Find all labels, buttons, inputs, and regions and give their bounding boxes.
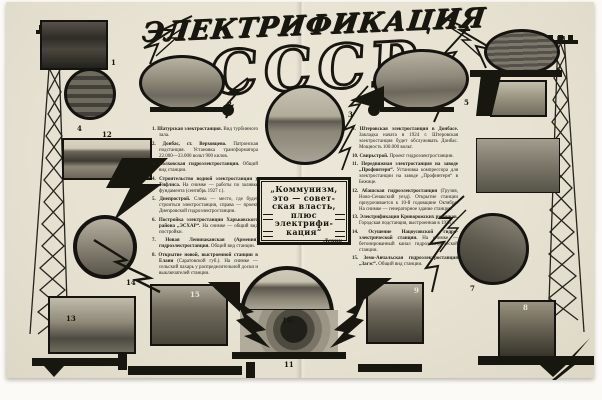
deco-ball [368, 104, 380, 116]
lightning-bolt-icon [93, 238, 161, 294]
caption-item: 14. Осушение Нацоусовской гидро-электрич… [352, 229, 458, 253]
photo-substation-interior [139, 55, 225, 111]
caption-item: 12. Абашская гидроэлектростанция (Грузия… [352, 188, 458, 212]
deco-chip [246, 362, 255, 378]
photo-number: 9 [414, 286, 419, 295]
quote-line: ская власть, [272, 201, 336, 212]
caption-item: 5. Днепрострой. Слева — место, где будет… [152, 197, 259, 214]
lightning-bolt-icon [236, 300, 270, 348]
caption-item: 4. Строительство водной электростанции у… [152, 176, 259, 194]
photo-number: 8 [523, 303, 528, 312]
lightning-bolt-icon [330, 300, 364, 348]
caption-item: 9. Штеровская электростанция в Донбасе. … [352, 127, 458, 150]
lightning-bolt-icon [338, 85, 369, 171]
photo-number: 7 [470, 284, 475, 293]
photo-number: 15 [190, 290, 200, 299]
caption-item: 3. Волховская гидроэлектростанция. Общий… [152, 162, 259, 173]
photo-number: 4 [77, 124, 82, 133]
photo-building-construction [457, 213, 529, 285]
photo-power-plant [366, 282, 424, 344]
quote-line: это — совет- [272, 192, 336, 203]
lightning-bolt-icon [143, 15, 193, 65]
photo-construction-panorama [476, 138, 560, 193]
lightning-bolt-icon [423, 195, 467, 293]
lightning-bolt-icon [552, 338, 590, 380]
transmission-tower-icon [29, 25, 70, 335]
deco-chip [44, 366, 64, 377]
caption-item: 10. Свирьстрой. Проект гидроэлектростанц… [352, 153, 454, 159]
photo-number: 5 [464, 98, 469, 107]
photo-number: 2 [227, 100, 232, 109]
deco-rail [128, 366, 242, 375]
photo-turbine-hall [40, 20, 108, 70]
deco-bar [470, 70, 562, 77]
pedestal-bar [232, 352, 346, 359]
photo-construction-machines [490, 80, 547, 117]
deco-rail [478, 356, 594, 365]
caption-item: 11. Передвижная электростанция на заводе… [352, 162, 458, 185]
caption-column-left: 1. Шатурская электростанция. Вид турбинн… [152, 127, 258, 303]
caption-item: 2. Донбас, ст. Верховцево. Патронская по… [152, 141, 259, 159]
photo-number: 11 [284, 360, 294, 369]
photo-generator-row [64, 68, 116, 120]
deco-ball [222, 104, 234, 116]
photo-rural-power-station [48, 296, 136, 354]
caption-item: 6. Постройка электростанции Харьковского… [152, 217, 259, 235]
caption-item: 13. Электрификация Криворожских рудников… [352, 215, 458, 226]
photo-number: 13 [66, 314, 76, 323]
photo-station-complex [265, 85, 345, 165]
quote-attribution: Ленин [323, 237, 342, 244]
caption-item: 7. Новая Ленинаканская (Армения) гидроэл… [152, 238, 258, 249]
quote-line: „Коммунизм, [270, 184, 338, 194]
quote-line: электрифи- [274, 218, 334, 229]
deco-rail [32, 358, 120, 366]
caption-item: 8. Открытие новой, выстроенной станции в… [152, 252, 259, 276]
photo-number: 1 [111, 58, 116, 67]
quote-line: кация“ [260, 228, 348, 237]
photo-number: 14 [126, 278, 136, 287]
lightning-bolt-icon [439, 15, 495, 69]
deco-bar [150, 107, 224, 112]
deco-chip [118, 354, 127, 370]
zigzag-wedge-icon [106, 158, 168, 220]
deco-rail [358, 364, 422, 372]
transmission-tower-icon [546, 35, 585, 333]
photo-number: 10 [282, 316, 292, 325]
photo-number: 12 [102, 130, 112, 139]
lenin-quote-box: „Коммунизм, это — совет- ская власть, пл… [257, 177, 351, 245]
caption-column-right: 9. Штеровская электростанция в Донбасе. … [352, 127, 458, 277]
photo-river-view [484, 29, 560, 75]
deco-bar [380, 107, 454, 112]
photo-number: 6 [556, 66, 561, 75]
caption-item: 1. Шатурская электростанция. Вид турбинн… [152, 127, 259, 138]
photo-number: 3 [348, 110, 353, 119]
caption-item: 15. Земо-Авчальская гидроэлектростанция … [352, 256, 458, 267]
quote-line: плюс [260, 211, 348, 220]
photo-substation-building [150, 284, 228, 346]
